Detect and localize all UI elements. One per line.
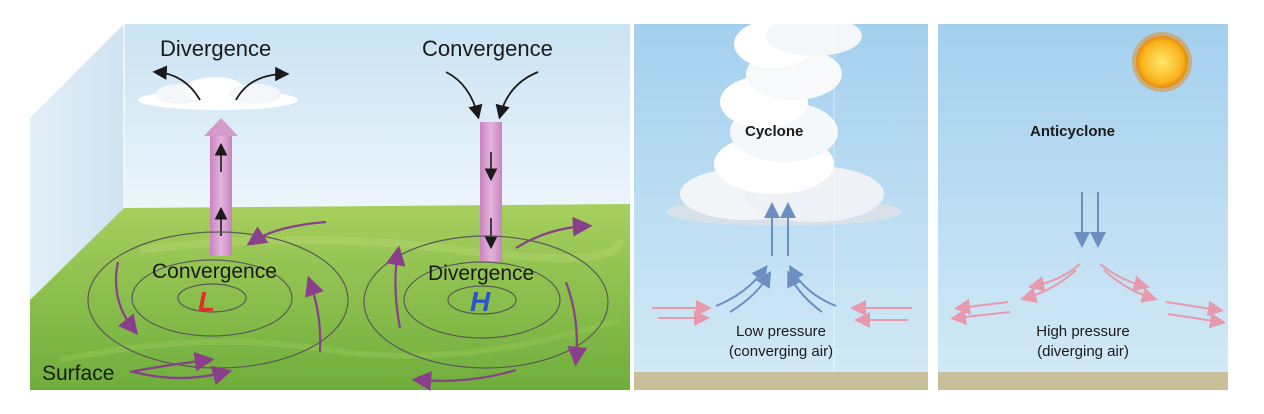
high-pressure-letter: H: [470, 286, 491, 317]
low-circulation-arrows: [114, 220, 327, 385]
diverging-surface-arrows: [950, 263, 1226, 329]
cyclone-title: Cyclone: [745, 123, 804, 140]
low-pressure-line2: (converging air): [728, 343, 834, 360]
ground-strip: [938, 372, 1228, 390]
sky-wall: [124, 24, 630, 214]
block-illustration: [30, 24, 630, 391]
low-pressure-letter: L: [198, 286, 216, 317]
converging-arrow-left: [445, 71, 483, 120]
ground-surface: [30, 204, 630, 390]
diverging-arrow-left: [152, 65, 201, 101]
rising-air-column: [204, 118, 238, 256]
anticyclone-title: Anticyclone: [1030, 123, 1116, 140]
convergence-aloft-label: Convergence: [422, 36, 553, 61]
ground-strip: [634, 372, 928, 390]
converging-surface-arrows: [652, 300, 912, 328]
rising-air-arrows: [715, 202, 837, 313]
low-pressure-line1: Low pressure: [735, 323, 827, 340]
divergence-aloft-label: Divergence: [160, 36, 272, 61]
diverging-arrow-right: [235, 66, 290, 101]
converging-arrow-right: [495, 71, 539, 120]
sinking-air-arrows: [1074, 192, 1106, 248]
cyclone-illustration: [634, 24, 928, 390]
cloud-shape: [138, 77, 298, 110]
surface-pointer-arrow: [129, 351, 215, 374]
panel-cyclone: Cyclone Low pressure (converging air): [634, 24, 928, 390]
panel-anticyclone: Anticyclone High pressure (diverging air…: [938, 24, 1228, 390]
low-pressure-caption: Low pressure (converging air): [634, 322, 928, 362]
anticyclone-illustration: [938, 32, 1228, 390]
sinking-air-column: [480, 122, 502, 262]
sun-icon: [1132, 32, 1192, 92]
divergence-surface-label: Divergence: [428, 262, 535, 285]
panel-3d-block: Divergence Convergence Convergence Diver…: [30, 24, 630, 391]
high-pressure-isobars: [363, 235, 609, 369]
high-pressure-line2: (diverging air): [1037, 343, 1129, 360]
surface-label: Surface: [42, 362, 115, 385]
high-circulation-arrows: [385, 216, 593, 391]
high-pressure-line1: High pressure: [1036, 323, 1130, 340]
high-pressure-caption: High pressure (diverging air): [938, 322, 1228, 362]
convergence-surface-label: Convergence: [152, 260, 277, 283]
